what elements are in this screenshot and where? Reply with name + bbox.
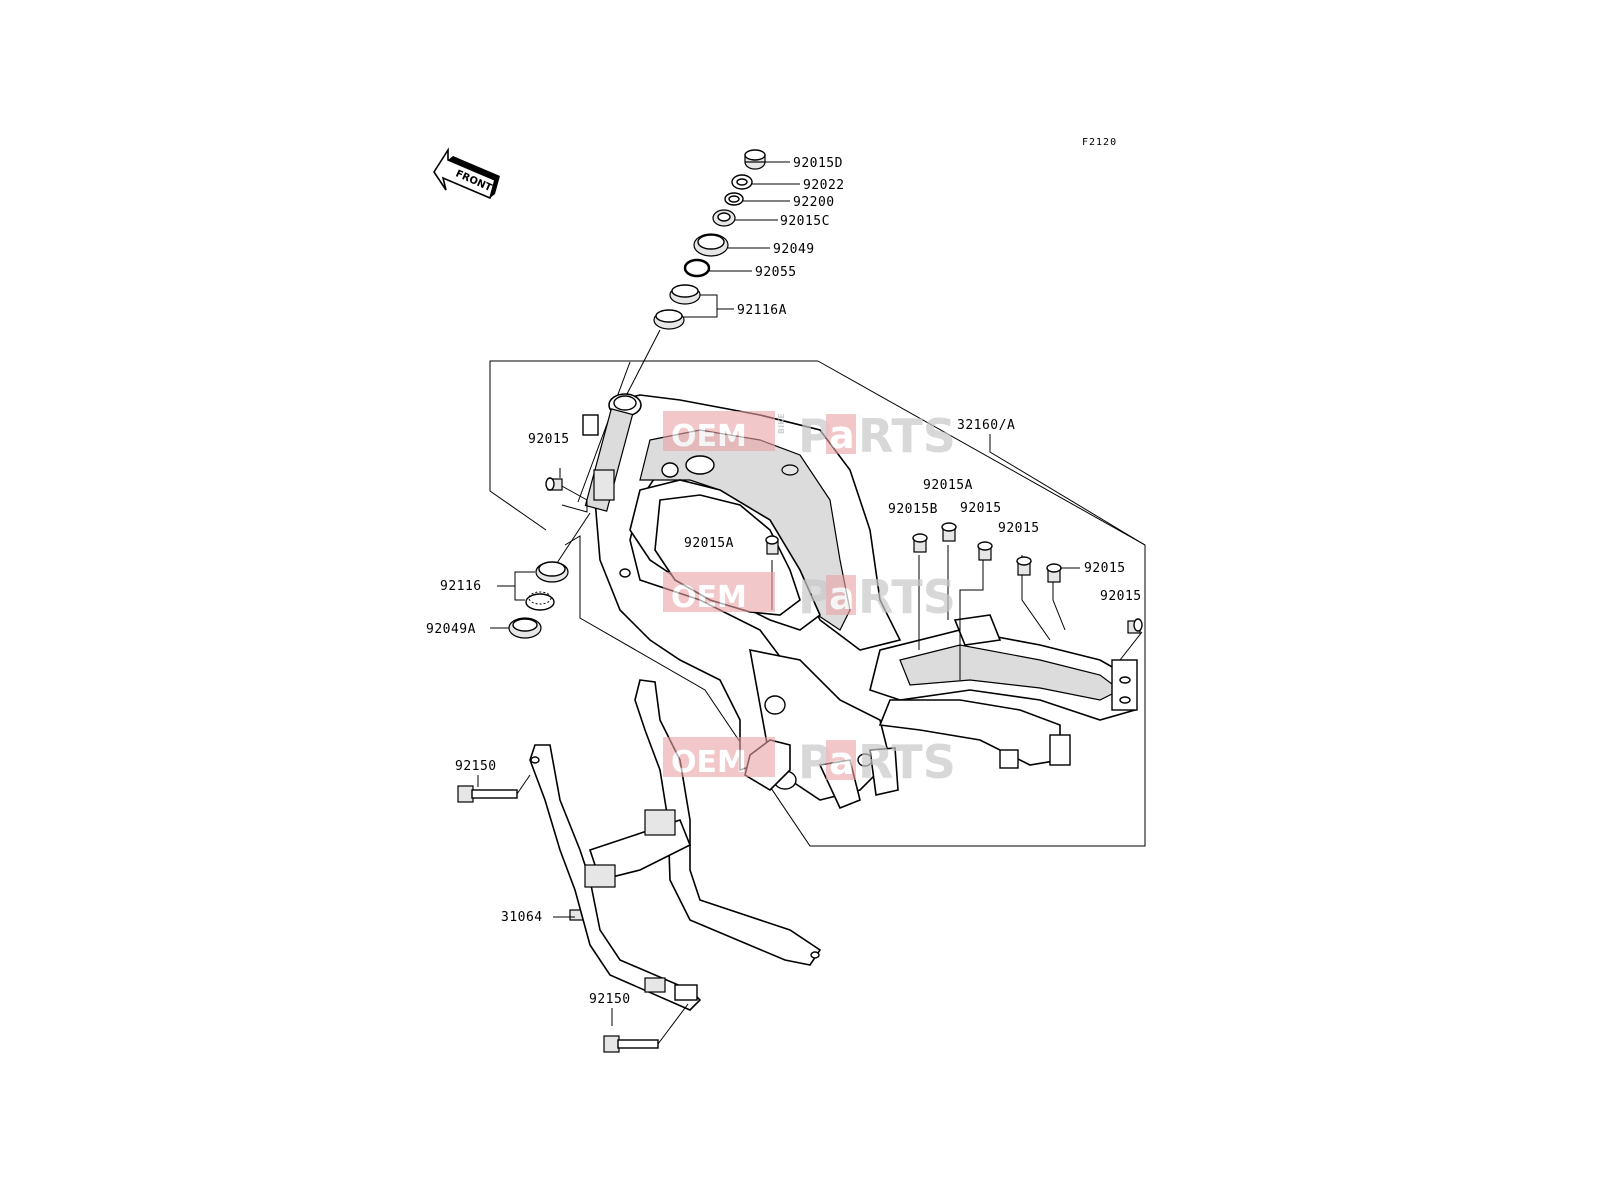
watermark: OEM BIKE P a RTS OEM P a RTS OEM P a RTS — [663, 409, 956, 789]
callout-92150-top: 92150 — [455, 759, 497, 774]
bolt-92015-r1 — [977, 541, 993, 561]
callout-92022: 92022 — [803, 178, 845, 193]
callout-92116a: 92116A — [737, 303, 787, 318]
frame-leaders — [559, 434, 1146, 680]
bolt-92015-r3 — [1046, 563, 1080, 583]
callout-92015b: 92015B — [888, 502, 938, 517]
frame-outline — [489, 360, 631, 531]
callout-32160a: 32160/A — [957, 418, 1015, 433]
bearings-92116a — [626, 284, 734, 395]
watermark-rts-1: RTS — [858, 409, 956, 463]
callout-92015-r2: 92015 — [998, 521, 1040, 536]
bolt-92015b — [912, 533, 928, 553]
callout-92055: 92055 — [755, 265, 797, 280]
callout-92015-r3: 92015 — [1084, 561, 1126, 576]
callout-92116: 92116 — [440, 579, 482, 594]
bolt-92015-r4 — [1127, 618, 1143, 634]
figure-code: F2120 — [1082, 137, 1117, 148]
callout-92049: 92049 — [773, 242, 815, 257]
callout-92049a: 92049A — [426, 622, 476, 637]
seal-92049 — [693, 233, 770, 257]
callout-92015d: 92015D — [793, 156, 843, 171]
callout-92015-r1: 92015 — [960, 501, 1002, 516]
watermark-a-3: a — [829, 739, 855, 783]
lower-bearings-92116 — [497, 512, 591, 611]
watermark-oem-2: OEM — [671, 580, 747, 615]
callout-92015-r4: 92015 — [1100, 589, 1142, 604]
callout-31064: 31064 — [501, 910, 543, 925]
callout-labels: 92015D 92022 92200 92015C 92049 92055 92… — [426, 156, 1142, 1007]
steering-stack — [626, 149, 800, 395]
front-arrow-icon: FRONT — [433, 147, 500, 200]
bolt-92015-left — [545, 468, 563, 491]
callout-92015a-top: 92015A — [923, 478, 973, 493]
subframe-31064 — [529, 679, 822, 1011]
watermark-rts-2: RTS — [858, 570, 956, 624]
nut-92015c — [712, 209, 778, 227]
bolt-92015a-top — [941, 522, 957, 542]
rear-frame — [869, 614, 1138, 769]
bolt-92150-top — [457, 774, 531, 803]
watermark-bike-1: BIKE — [777, 413, 786, 434]
watermark-oem-3: OEM — [671, 745, 747, 780]
callout-92200: 92200 — [793, 195, 835, 210]
bolt-92150-bottom — [603, 1003, 689, 1053]
washer-92022 — [731, 174, 800, 190]
watermark-a-2: a — [829, 574, 855, 618]
bolt-92015-r2 — [1016, 556, 1032, 576]
callout-92150-bottom: 92150 — [589, 992, 631, 1007]
watermark-oem-1: OEM — [671, 419, 747, 454]
cap-nut-92015d — [744, 149, 790, 170]
oring-92055 — [683, 258, 752, 278]
callout-92015-left: 92015 — [528, 432, 570, 447]
washer-92200 — [724, 192, 790, 206]
watermark-rts-3: RTS — [858, 735, 956, 789]
callout-92015c: 92015C — [780, 214, 830, 229]
watermark-a-1: a — [829, 413, 855, 457]
bolt-92015a-mid — [765, 535, 779, 555]
callout-92015a-mid: 92015A — [684, 536, 734, 551]
seal-92049a — [490, 617, 542, 639]
